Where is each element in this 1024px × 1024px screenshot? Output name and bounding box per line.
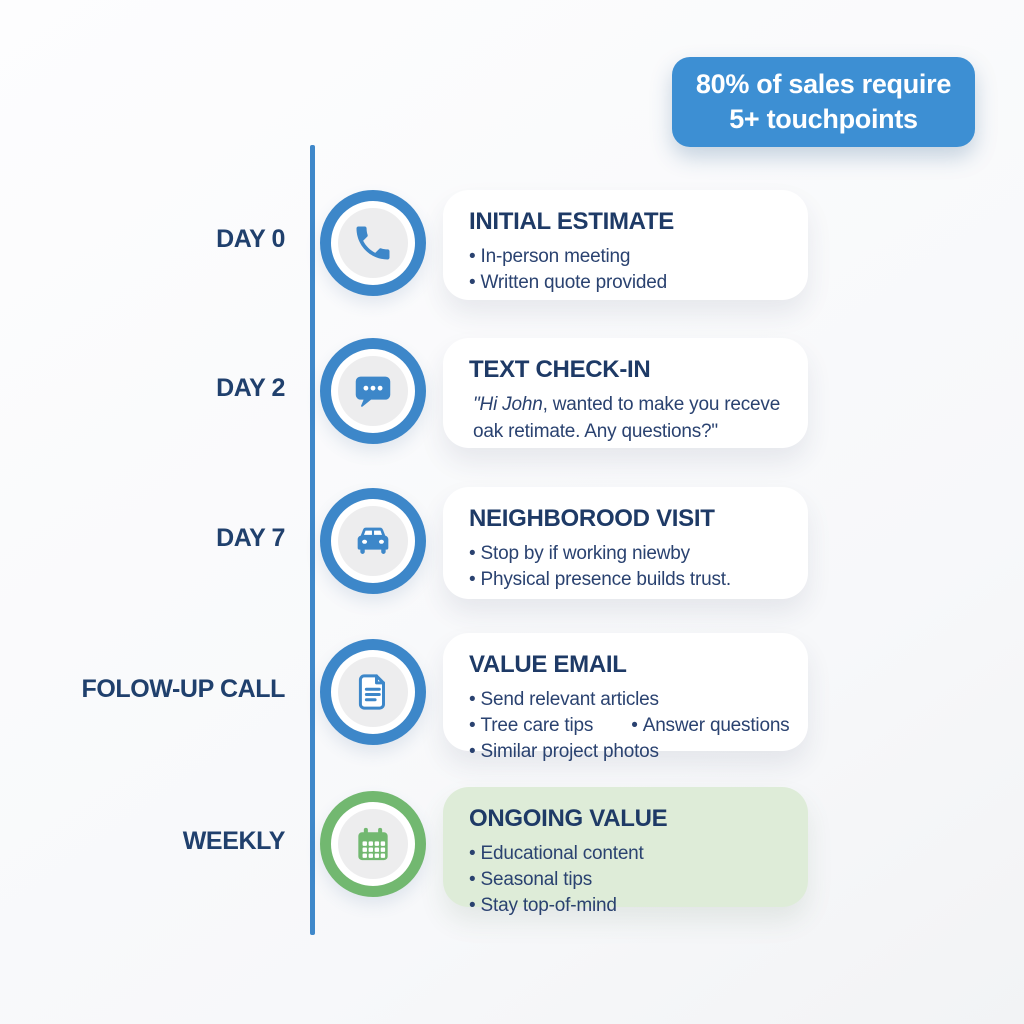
card-bullet: In-person meeting [469,244,782,270]
card-bullet: Physical presence builds trust. [469,567,782,593]
card-bullet: Stay top-of-mind [469,893,782,919]
card-title: ONGOING VALUE [469,805,668,832]
card-bullet: Tree care tips [469,713,594,739]
card-title: VALUE EMAIL [469,651,627,678]
card-bullet-row: Tree care tips Answer questions [469,713,790,739]
chat-bubble-icon [350,368,396,414]
stat-badge-line1: 80% of sales require [695,68,952,99]
stat-badge-line2: 5+ touchpoints [729,104,918,134]
card-initial-estimate: INITIAL ESTIMATE In-person meeting Writt… [443,190,808,300]
card-bullet: Seasonal tips [469,867,782,893]
card-neighborhood-visit: NEIGHBOROOD VISIT Stop by if working nie… [443,487,808,599]
calendar-icon [351,822,395,866]
timeline-node-day2 [320,338,426,444]
timeline-label-follow-up: FOLOW-UP CALL [81,675,285,703]
timeline-node-follow-up [320,639,426,745]
card-bullet: Educational content [469,841,782,867]
card-title: NEIGHBOROOD VISIT [469,505,715,532]
car-icon [350,518,396,564]
card-value-email: VALUE EMAIL Send relevant articles Tree … [443,633,808,762]
timeline-label-weekly: WEEKLY [182,827,286,855]
card-title: TEXT CHECK-IN [469,356,651,383]
card-bullet: Written quote provided [469,270,782,296]
card-title: INITIAL ESTIMATE [469,208,674,235]
text-message-quote: "Hi John, wanted to make you receve oak … [473,394,781,442]
timeline-label-day0: DAY 0 [216,225,285,253]
stat-badge: 80% of sales require 5+ touchpoints [672,57,975,147]
card-bullet: Send relevant articles [469,687,782,713]
card-text-check-in: TEXT CHECK-IN "Hi John, wanted to make y… [443,338,808,448]
phone-icon [351,221,395,265]
timeline-node-weekly [320,791,426,897]
timeline-label-day7: DAY 7 [216,524,285,552]
timeline-line [310,145,315,935]
card-bullet: Answer questions [631,713,790,739]
document-icon [352,671,394,713]
card-bullet: Stop by if working niewby [469,541,782,567]
timeline-label-day2: DAY 2 [216,374,285,402]
card-bullet: Similar project photos [469,739,782,765]
card-ongoing-value: ONGOING VALUE Educational content Season… [443,787,808,916]
timeline-node-day7 [320,488,426,594]
timeline-node-day0 [320,190,426,296]
